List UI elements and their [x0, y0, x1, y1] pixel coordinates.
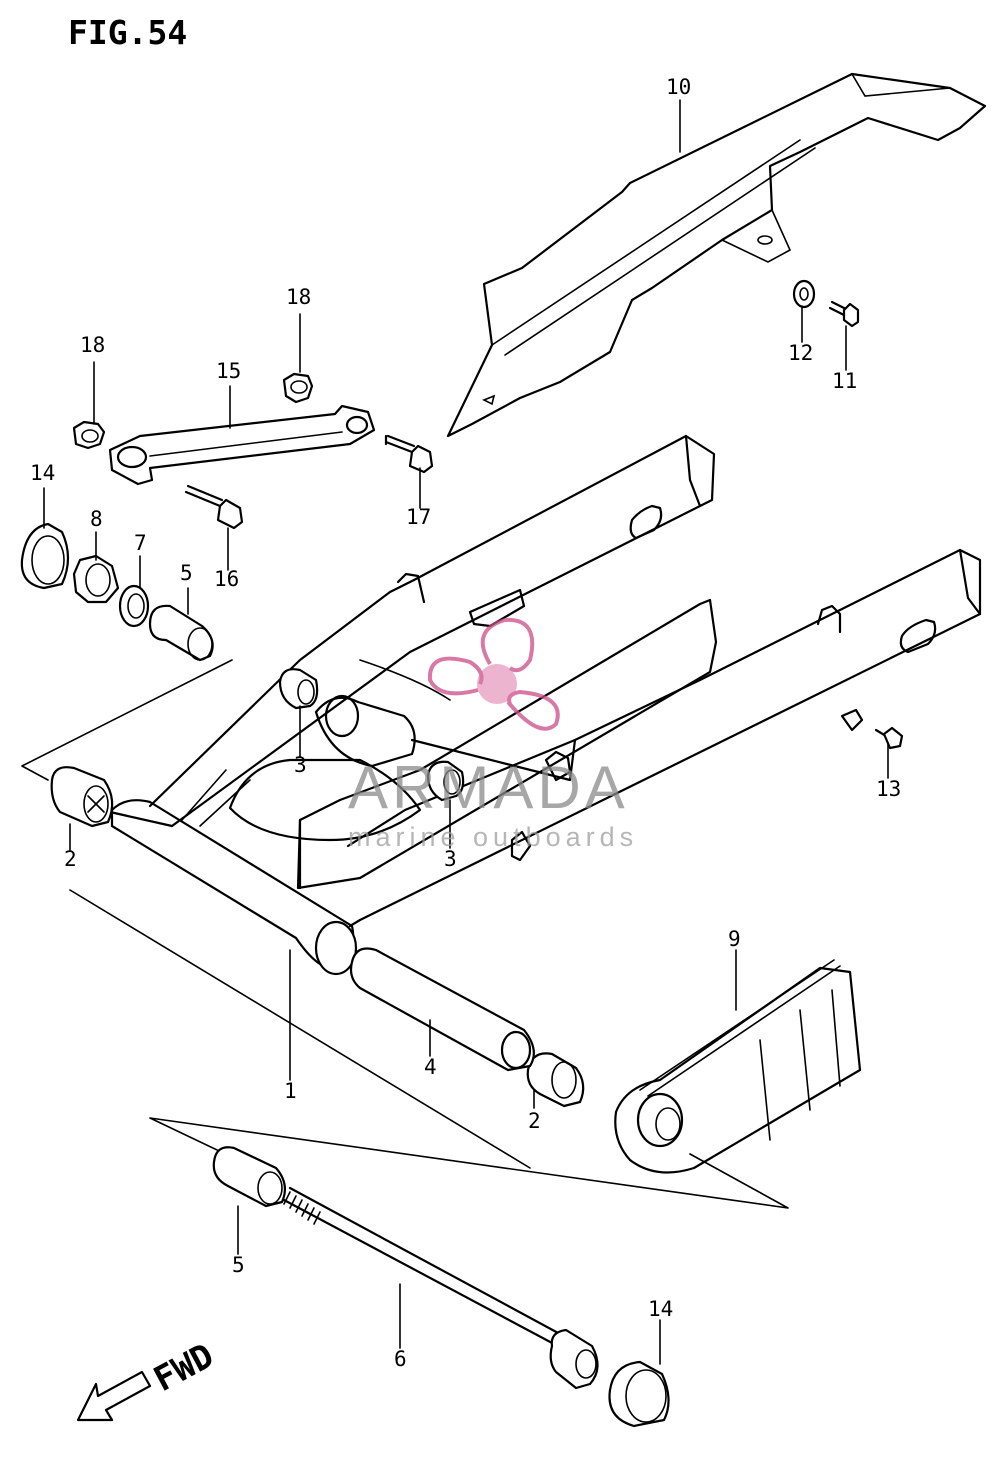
- callout-11: 11: [832, 369, 857, 393]
- callout-8: 8: [90, 507, 103, 531]
- part-bush-3a: [278, 668, 319, 710]
- callout-labels: 10 12 11 18 18 15 17 16 14 8 7 5 3 3 2 1…: [30, 75, 901, 1371]
- part-bolt-11: [828, 300, 860, 328]
- callout-14b: 14: [648, 1297, 673, 1321]
- watermark-brand: ARMADA: [348, 754, 629, 821]
- part-bearing-2b: [526, 1052, 585, 1108]
- propeller-logo: [427, 617, 560, 731]
- callout-17: 17: [406, 505, 431, 529]
- leader-lines: [43, 99, 889, 1365]
- part-collar-5b: [212, 1146, 287, 1208]
- watermark-tagline: marine outboards: [348, 822, 638, 852]
- part-bolt-17: [384, 434, 434, 474]
- part-pivot-shaft-6: [282, 1186, 599, 1390]
- part-chain-guard: [446, 72, 987, 438]
- part-cap-14b: [608, 1360, 670, 1428]
- callout-18a: 18: [80, 333, 105, 357]
- part-washer-12: [792, 279, 816, 309]
- callout-16: 16: [214, 567, 239, 591]
- callout-15: 15: [216, 359, 241, 383]
- part-pivot-tube-4: [349, 947, 535, 1072]
- callout-10: 10: [666, 75, 691, 99]
- callout-2a: 2: [64, 847, 77, 871]
- figure-title: FIG.54: [68, 13, 187, 52]
- projection-line: [69, 889, 789, 1209]
- part-screw-13: [874, 726, 904, 750]
- part-washer-7: [118, 584, 150, 628]
- callout-14a: 14: [30, 461, 55, 485]
- part-chain-buffer-9: [614, 959, 862, 1174]
- callout-12: 12: [788, 341, 813, 365]
- callout-6: 6: [394, 1347, 407, 1371]
- part-nut-8: [72, 554, 120, 604]
- part-nut-18a: [72, 420, 106, 450]
- part-collar-5a: [148, 604, 214, 662]
- callout-4: 4: [424, 1055, 437, 1079]
- callout-9: 9: [728, 927, 741, 951]
- callout-1: 1: [284, 1079, 297, 1103]
- fwd-label: FWD: [147, 1336, 220, 1400]
- callout-18b: 18: [286, 285, 311, 309]
- callout-2b: 2: [528, 1109, 541, 1133]
- part-nut-18b: [282, 372, 314, 404]
- callout-13: 13: [876, 777, 901, 801]
- fwd-arrow: FWD: [76, 1336, 220, 1422]
- part-torque-link: [108, 404, 376, 486]
- watermark: ARMADA marine outboards: [348, 617, 638, 852]
- part-bolt-16: [184, 484, 244, 530]
- callout-3b: 3: [444, 847, 457, 871]
- callout-5b: 5: [232, 1253, 245, 1277]
- callout-7: 7: [134, 531, 147, 555]
- callout-3a: 3: [294, 753, 307, 777]
- part-cap-14a: [20, 522, 70, 590]
- projection-line: [21, 659, 233, 781]
- part-swingarm: [108, 434, 982, 976]
- callout-5a: 5: [180, 561, 193, 585]
- part-bush-3b: [426, 760, 465, 802]
- part-bearing-2a: [50, 766, 114, 828]
